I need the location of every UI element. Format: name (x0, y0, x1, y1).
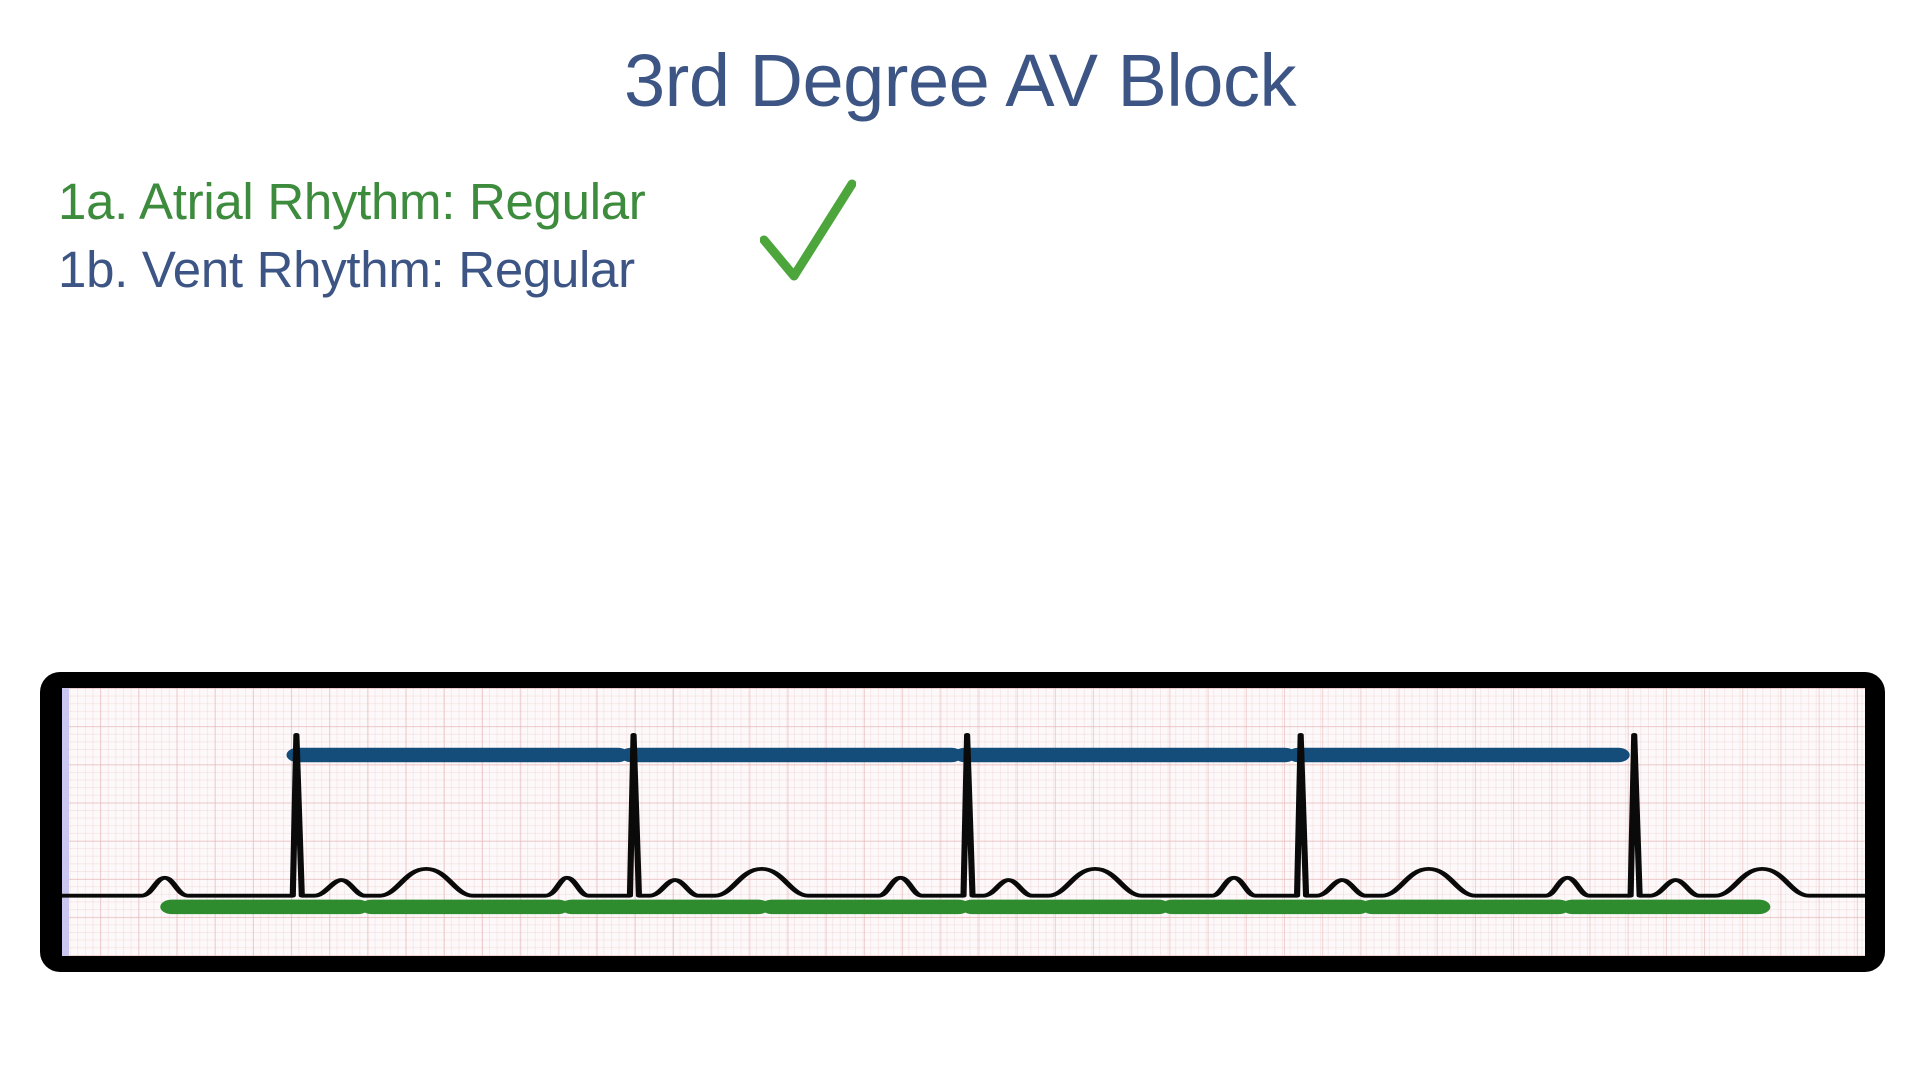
ecg-rhythm-strip-frame (40, 672, 1885, 972)
bullet-list: 1a. Atrial Rhythm: Regular 1b. Vent Rhyt… (58, 168, 1258, 304)
bullet-vent-rhythm: 1b. Vent Rhythm: Regular (58, 241, 635, 298)
ecg-calibration-edge (62, 688, 69, 956)
bullet-atrial-rhythm: 1a. Atrial Rhythm: Regular (58, 173, 646, 230)
page-title: 3rd Degree AV Block (624, 39, 1296, 122)
ecg-graph-paper (62, 688, 1865, 956)
ecg-waveform-svg (62, 733, 1865, 915)
ecg-trace-group (62, 733, 1865, 898)
